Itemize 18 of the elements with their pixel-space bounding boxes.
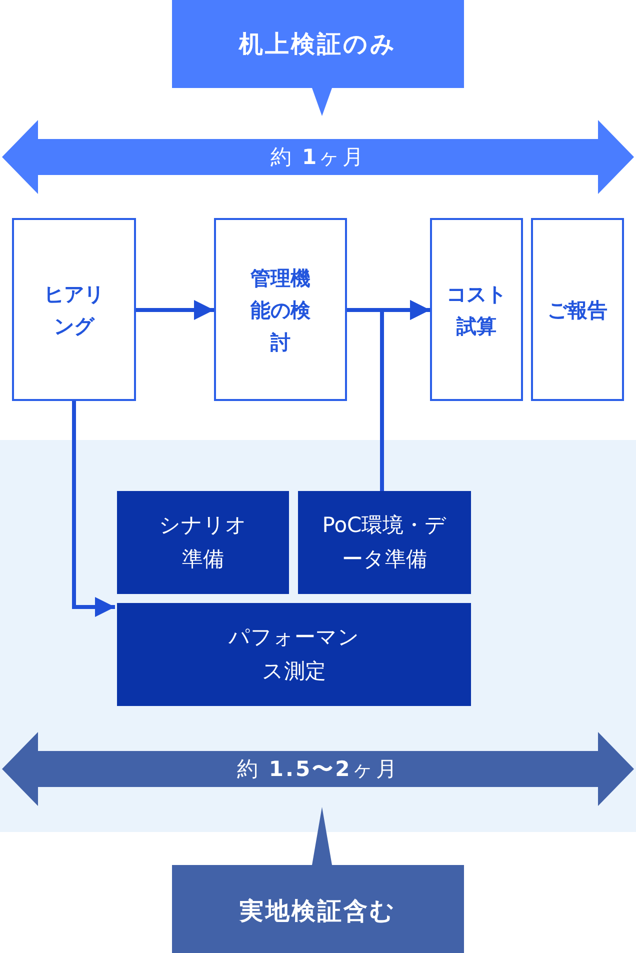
arrow — [72, 401, 115, 617]
step-label: ご報告 — [548, 296, 608, 324]
task-label: パフォーマンス測定 — [228, 624, 360, 684]
step-label: コスト試算 — [446, 280, 508, 340]
task-box — [117, 603, 471, 706]
callout-text: 実地検証含む — [240, 896, 396, 927]
step-box — [12, 218, 136, 401]
step-box — [214, 218, 347, 401]
task-label: シナリオ準備 — [158, 512, 248, 572]
callout-text: 机上検証のみ — [239, 29, 397, 60]
arrow — [136, 300, 214, 320]
step-label: ヒアリング — [43, 280, 105, 340]
task-box — [117, 491, 289, 594]
step-box — [531, 218, 624, 401]
step-label: 管理機能の検討 — [250, 264, 312, 356]
step-box — [430, 218, 523, 401]
task-box — [298, 491, 471, 594]
task-label: PoC環境・データ準備 — [321, 512, 448, 572]
